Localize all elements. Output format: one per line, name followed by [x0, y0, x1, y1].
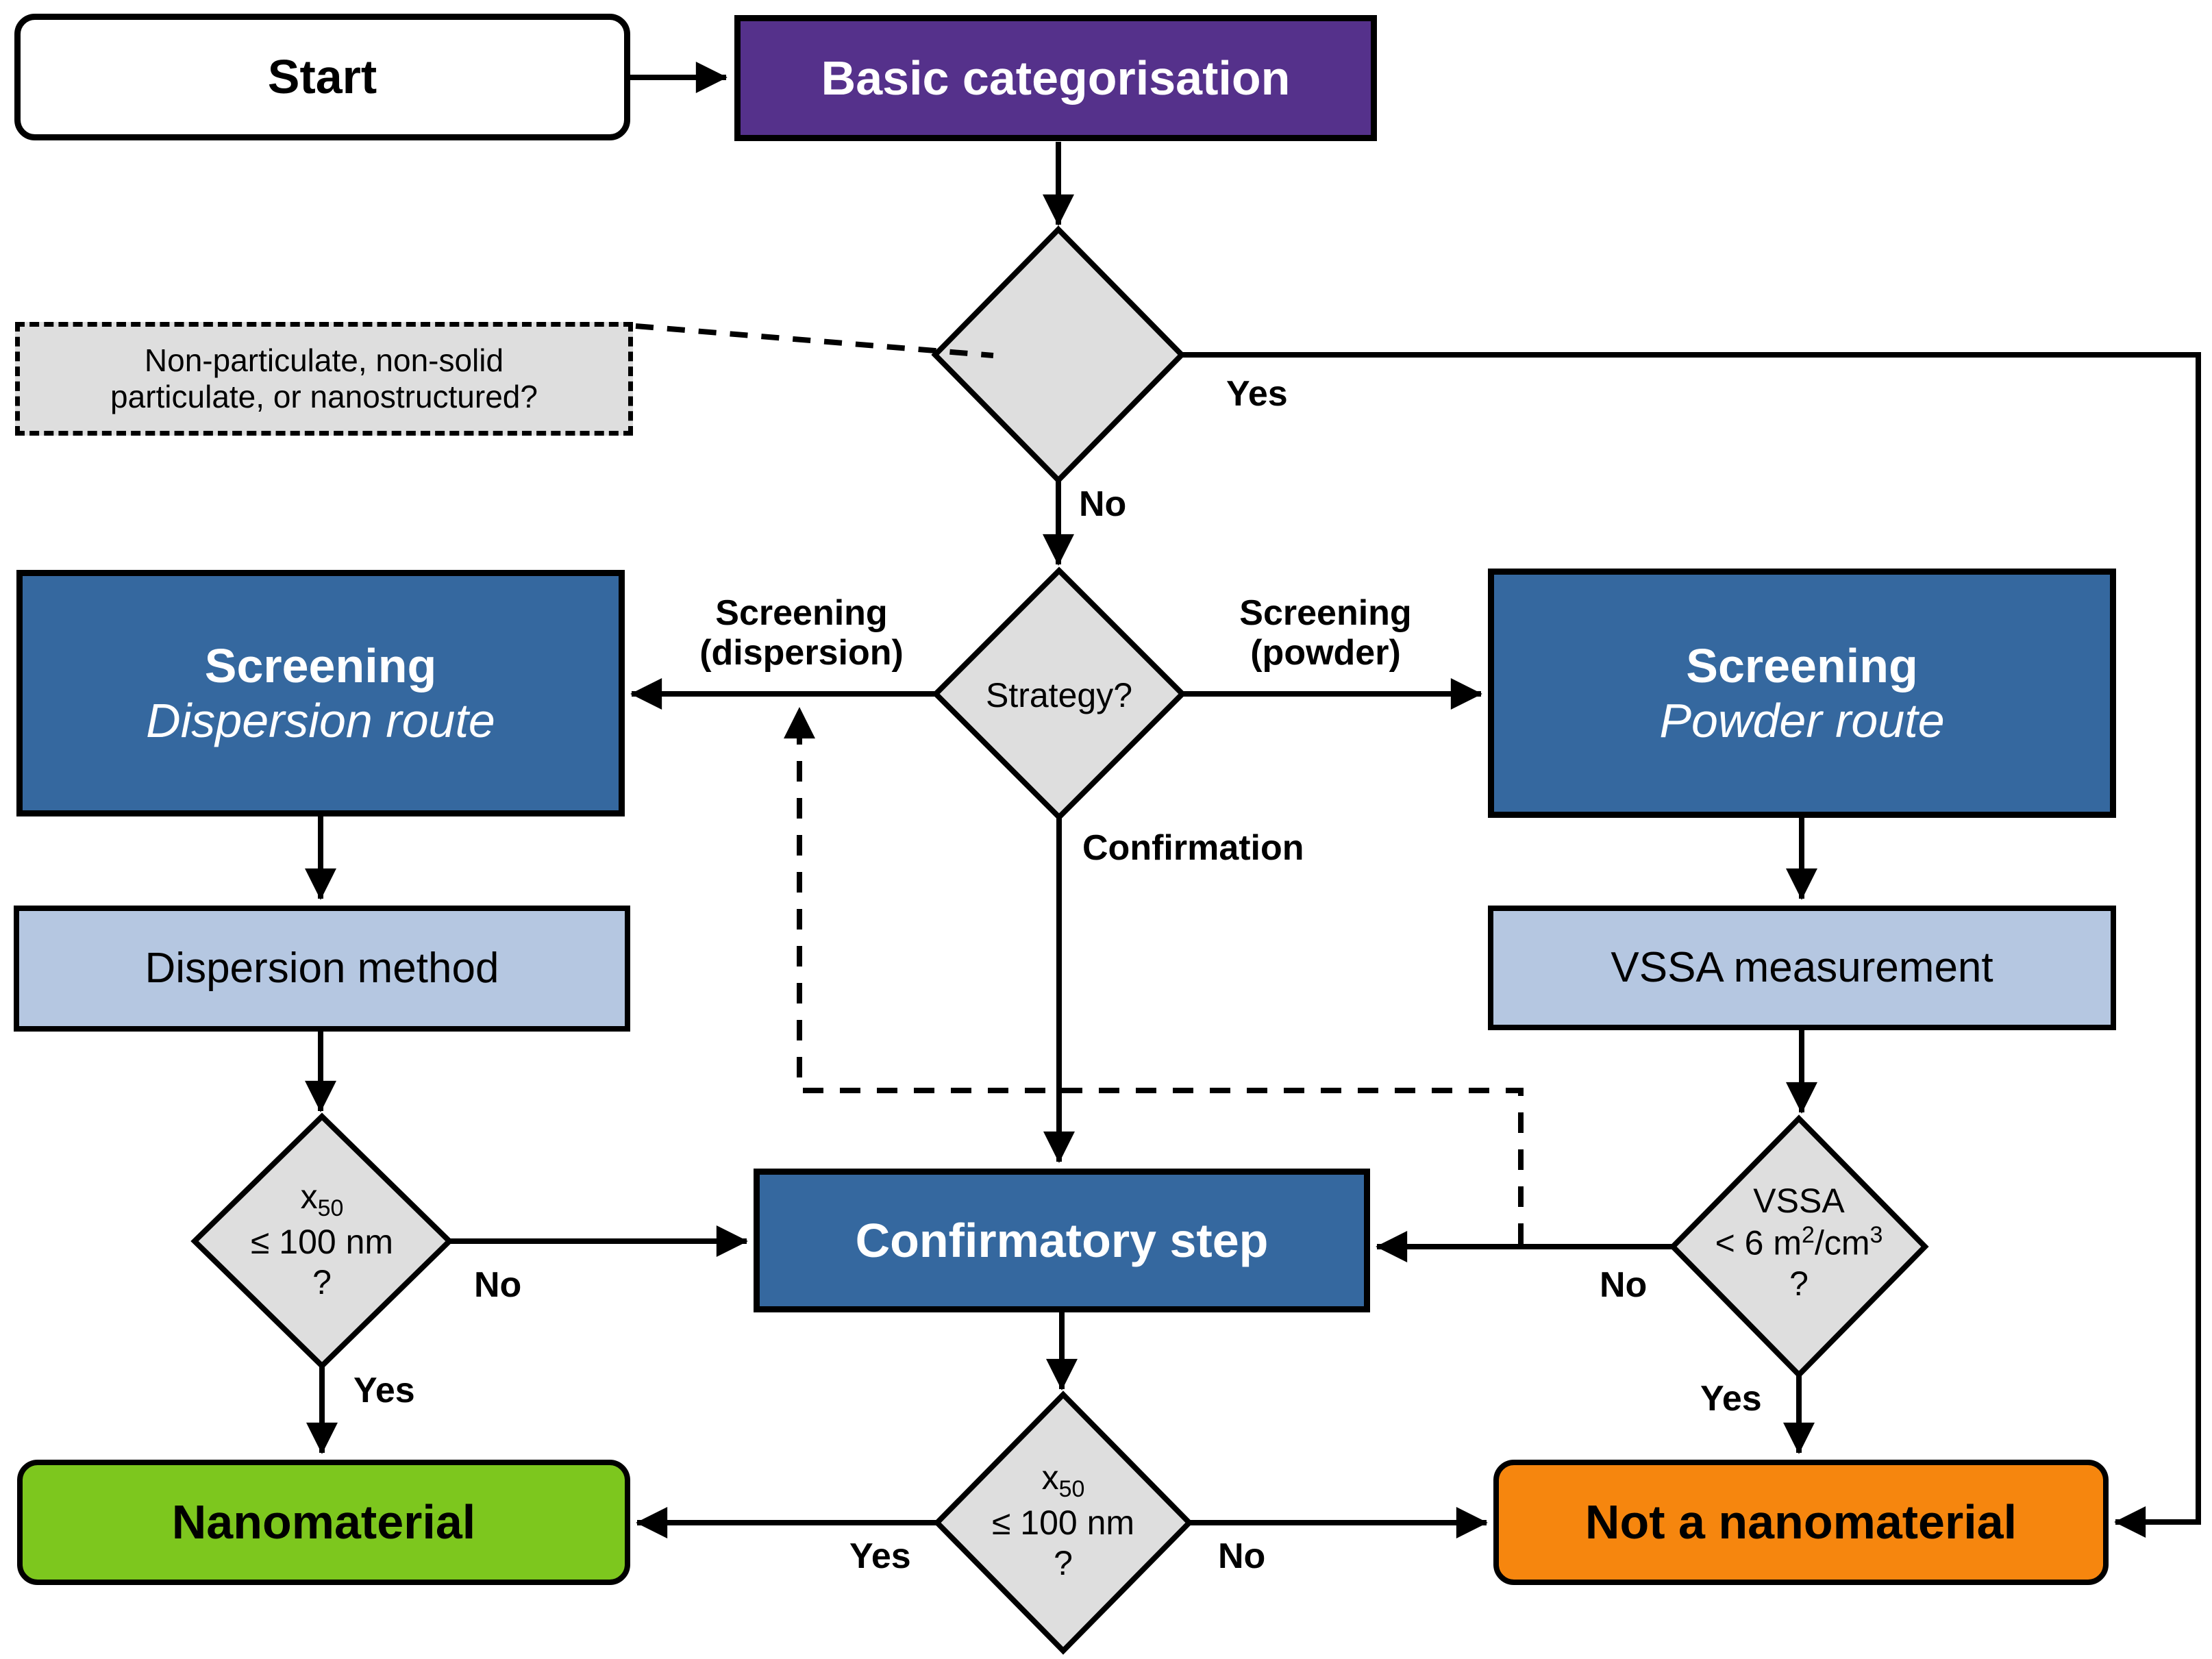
x50-bottom-line-2: ≤ 100 nm — [991, 1504, 1135, 1543]
x50-bottom-decision-label: x50 ≤ 100 nm ? — [960, 1458, 1166, 1584]
vssa-line-1: VSSA — [1753, 1182, 1845, 1220]
category-annotation-box: Non-particulate, non-solid particulate, … — [15, 322, 633, 436]
x50-bottom-line-3: ? — [1054, 1544, 1073, 1583]
screening-dispersion-title: Screening — [204, 638, 437, 693]
nanomaterial-result-node: Nanomaterial — [17, 1460, 630, 1585]
x50-left-yes-label: Yes — [353, 1371, 415, 1410]
confirmatory-step-node: Confirmatory step — [754, 1169, 1370, 1312]
vssa-line-2: < 6 m2/cm3 — [1715, 1222, 1883, 1262]
vssa-yes-label: Yes — [1700, 1379, 1762, 1419]
annotation-line-1: Non-particulate, non-solid — [144, 342, 504, 379]
not-nanomaterial-result-node: Not a nanomaterial — [1493, 1460, 2109, 1585]
screening-powder-title: Screening — [1686, 638, 1918, 693]
x50-left-decision-diamond — [190, 1112, 453, 1370]
dashed-return-to-dispersion-route — [784, 707, 1524, 1244]
annotation-line-2: particulate, or nanostructured? — [110, 379, 538, 414]
vssa-no-label: No — [1600, 1265, 1648, 1305]
strategy-dispersion-branch-label: Screening (dispersion) — [699, 593, 904, 673]
x50-left-decision-label: x50 ≤ 100 nm ? — [219, 1177, 425, 1303]
screening-powder-subtitle: Powder route — [1659, 694, 1945, 747]
vssa-measurement-node: VSSA measurement — [1488, 906, 2116, 1030]
screening-powder-node: Screening Powder route — [1488, 569, 2116, 818]
dispersion-method-label: Dispersion method — [145, 945, 499, 993]
screening-dispersion-subtitle: Dispersion route — [146, 694, 495, 747]
vssa-line-3: ? — [1789, 1264, 1809, 1303]
x50-left-line-3: ? — [312, 1263, 332, 1302]
x50-bottom-line-1: x50 — [1041, 1458, 1085, 1502]
basic-categorisation-label: Basic categorisation — [821, 51, 1291, 105]
dashed-annotation-connector — [635, 323, 994, 358]
strategy-decision-diamond — [932, 566, 1186, 821]
x50-bottom-decision-diamond — [933, 1390, 1193, 1655]
category-yes-label: Yes — [1226, 374, 1288, 414]
nanomaterial-label: Nanomaterial — [171, 1495, 476, 1549]
dispersion-method-node: Dispersion method — [14, 906, 630, 1032]
start-node: Start — [14, 14, 630, 140]
strategy-decision-label: Strategy? — [985, 676, 1132, 714]
vssa-decision-diamond — [1669, 1114, 1929, 1379]
category-no-label: No — [1079, 484, 1127, 524]
x50-bottom-yes-label: Yes — [849, 1536, 911, 1576]
screening-dispersion-node: Screening Dispersion route — [16, 570, 625, 816]
vssa-decision-label: VSSA < 6 m2/cm3 ? — [1672, 1181, 1926, 1304]
start-label: Start — [267, 50, 377, 104]
x50-left-line-2: ≤ 100 nm — [250, 1223, 394, 1262]
x50-left-line-1: x50 — [300, 1177, 344, 1221]
x50-bottom-no-label: No — [1218, 1536, 1266, 1576]
x50-left-no-label: No — [474, 1265, 522, 1305]
basic-categorisation-node: Basic categorisation — [734, 15, 1377, 141]
strategy-confirmation-branch-label: Confirmation — [1082, 828, 1304, 868]
category-decision-diamond — [931, 225, 1186, 484]
strategy-powder-branch-label: Screening (powder) — [1239, 593, 1412, 673]
confirmatory-step-label: Confirmatory step — [855, 1213, 1269, 1267]
vssa-measurement-label: VSSA measurement — [1611, 944, 1993, 992]
not-nanomaterial-label: Not a nanomaterial — [1585, 1495, 2017, 1549]
